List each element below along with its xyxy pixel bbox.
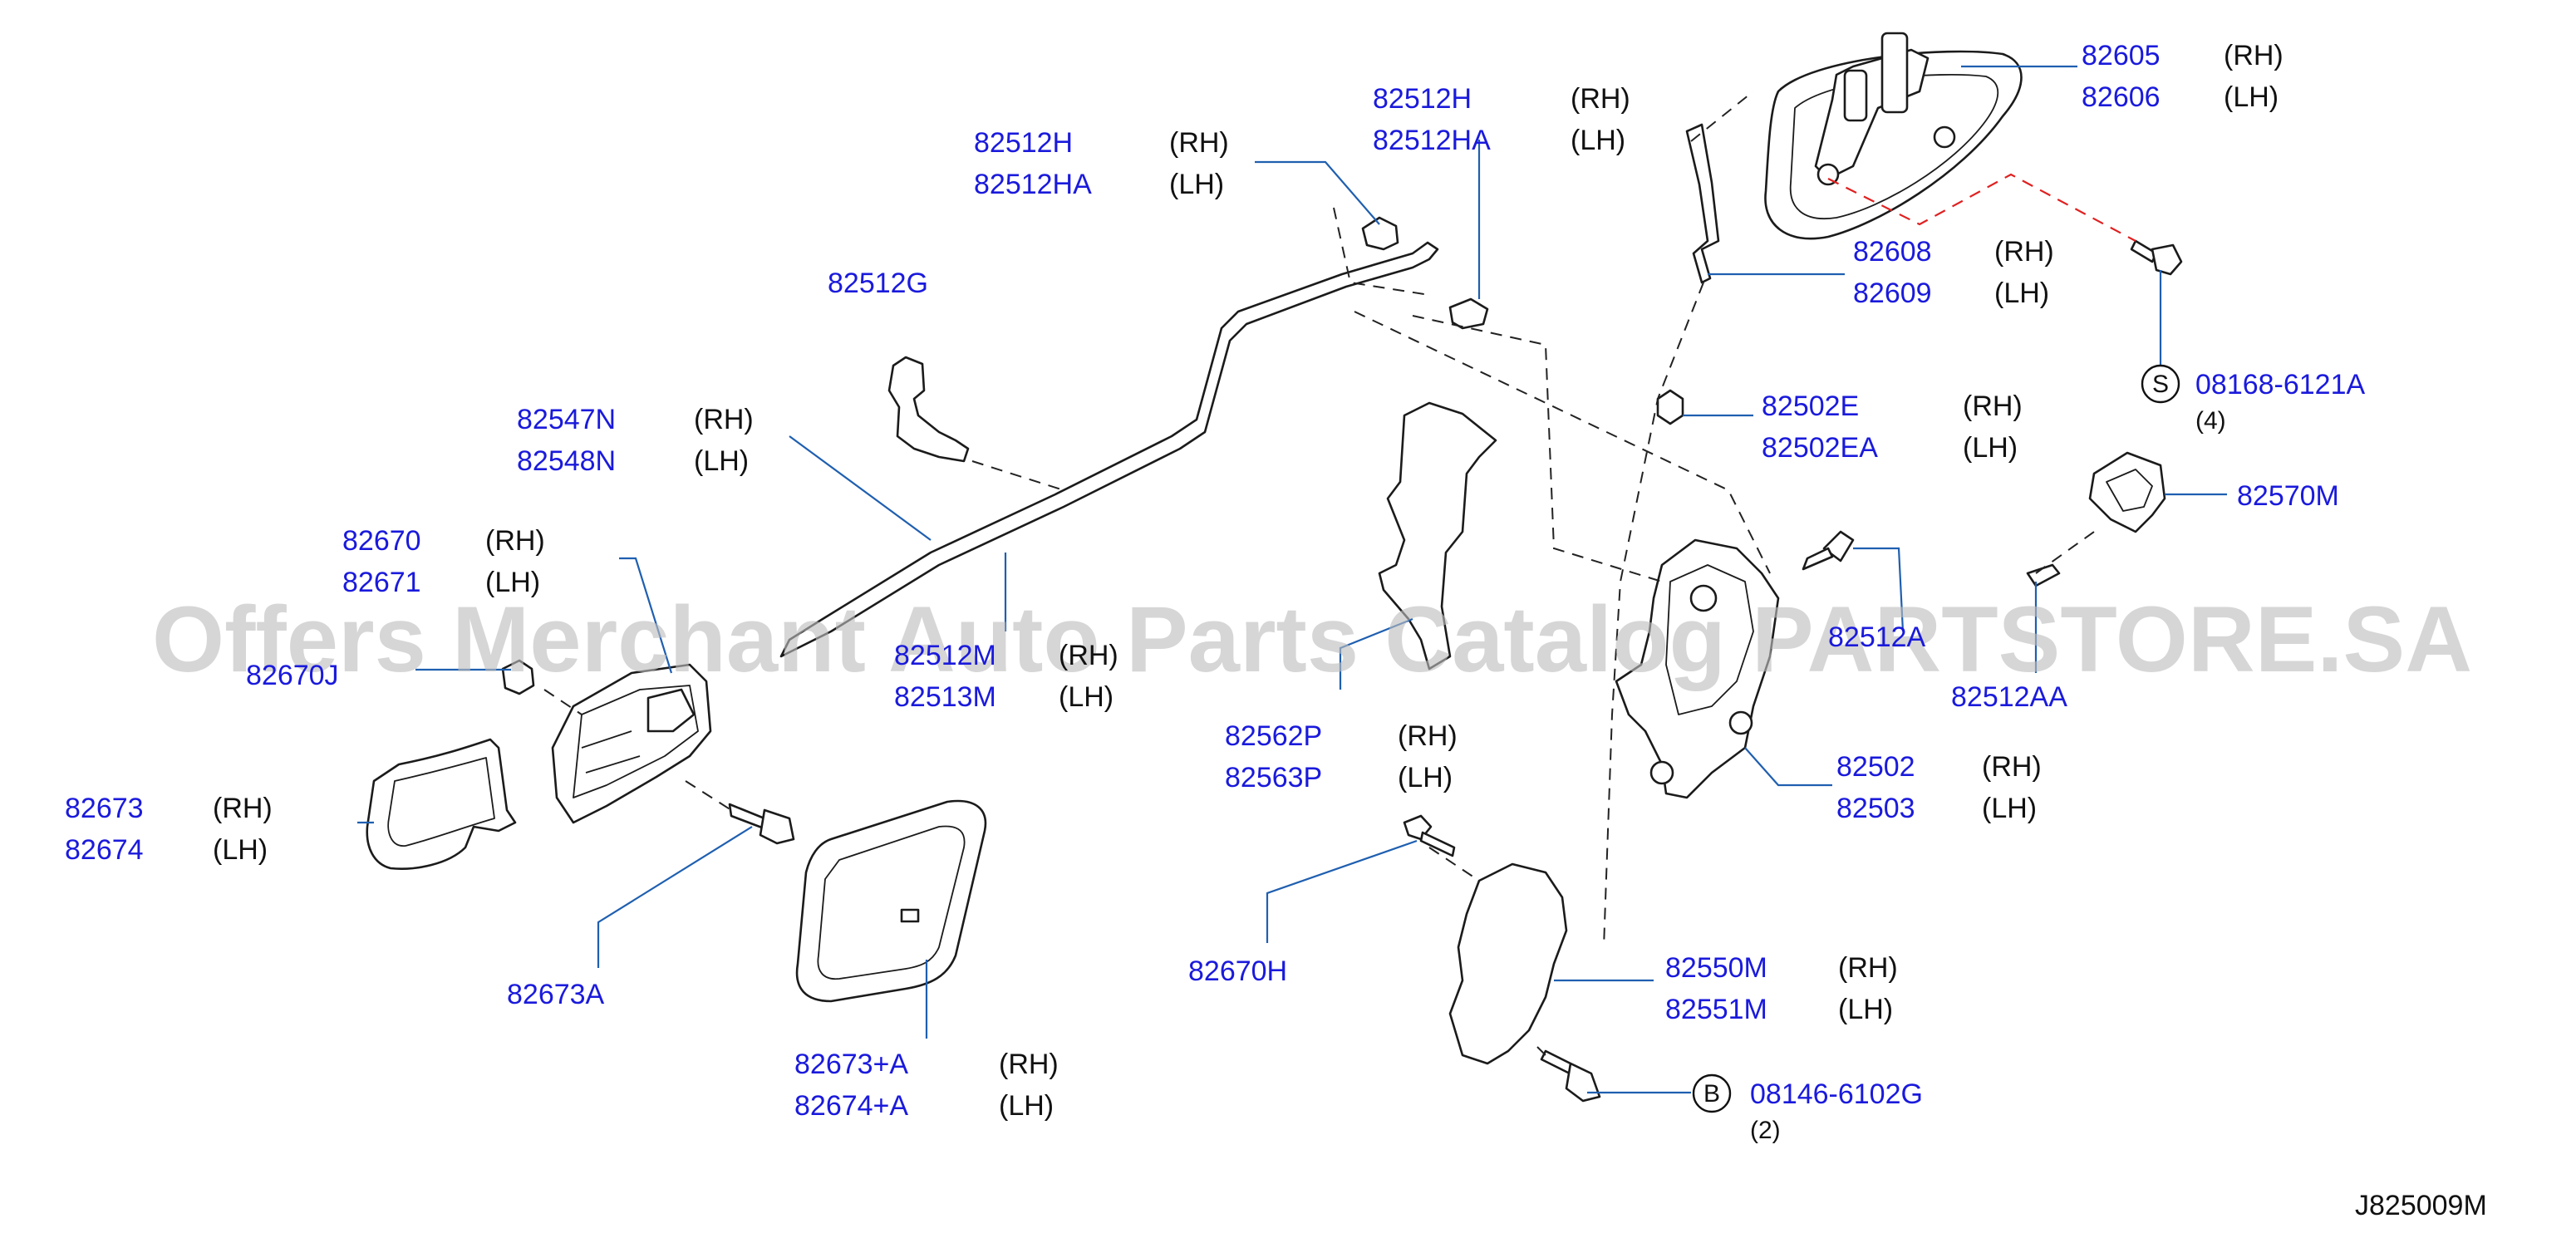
part-number[interactable]: 82674 (65, 834, 144, 866)
quantity: (2) (1750, 1117, 1781, 1144)
bolt-82670h (1403, 814, 1456, 857)
alignment-lines (543, 91, 2136, 1056)
side-designator: (LH) (694, 445, 749, 477)
part-number[interactable]: 08146-6102G (1750, 1078, 1923, 1110)
part-number[interactable]: 82502 (1836, 751, 1915, 783)
remote-control (1448, 862, 1568, 1065)
fastener-s: S 08168-6121A (4) (2141, 364, 2366, 435)
side-designator: (RH) (694, 404, 754, 435)
side-designator: (LH) (999, 1090, 1054, 1122)
side-designator: (LH) (1963, 432, 2018, 464)
bolt-b (1540, 1049, 1601, 1103)
part-number[interactable]: 82512HA (974, 169, 1092, 200)
part-number[interactable]: 82605 (2082, 40, 2161, 71)
bolt-82512a (1802, 530, 1855, 571)
part-number[interactable]: 82512A (1828, 621, 1926, 653)
side-designator: (RH) (1838, 952, 1898, 984)
side-designator: (RH) (1398, 720, 1458, 752)
part-number[interactable]: 82673 (65, 793, 144, 824)
inside-handle-bezel (366, 738, 517, 870)
part-number[interactable]: 82512H (1373, 83, 1472, 115)
part-number[interactable]: 82512M (894, 640, 996, 671)
part-number[interactable]: 82513M (894, 681, 996, 713)
symbol-circle (1692, 1073, 1732, 1113)
side-designator: (RH) (2224, 40, 2283, 71)
part-number[interactable]: 08168-6121A (2195, 369, 2366, 400)
part-number[interactable]: 82674+A (794, 1090, 908, 1122)
part-number[interactable]: 82606 (2082, 81, 2161, 113)
drawing-reference: J825009M (2355, 1190, 2487, 1221)
part-number[interactable]: 82608 (1853, 236, 1932, 268)
side-designator: (RH) (1571, 83, 1630, 115)
part-number[interactable]: 82670H (1188, 955, 1287, 987)
side-designator: (LH) (1398, 762, 1453, 793)
inside-handle (551, 663, 712, 824)
fastener-symbol: B (1703, 1080, 1720, 1108)
part-number[interactable]: 82512H (974, 127, 1073, 159)
side-designator: (RH) (1982, 751, 2042, 783)
side-designator: (LH) (485, 567, 540, 598)
part-number[interactable]: 82673A (507, 979, 605, 1010)
side-designator: (RH) (485, 525, 545, 557)
part-number[interactable]: 82550M (1665, 952, 1767, 984)
side-designator: (LH) (1059, 681, 1113, 713)
part-number[interactable]: 82670 (342, 525, 421, 557)
side-designator: (LH) (2224, 81, 2279, 113)
side-designator: (LH) (1571, 125, 1625, 156)
part-number[interactable]: 82551M (1665, 994, 1767, 1025)
screw-s (2130, 239, 2183, 276)
callout-labels: 82605 (RH) 82606 (LH) 82512H (RH) 82512H… (65, 40, 2339, 1122)
lock-protector (1378, 401, 1497, 671)
striker (2088, 451, 2166, 533)
grommet-82502e (1656, 389, 1684, 425)
part-number[interactable]: 82670J (246, 660, 339, 691)
side-designator: (LH) (1982, 793, 2037, 824)
screw-82673a (728, 803, 795, 845)
side-designator: (RH) (999, 1049, 1059, 1080)
symbol-circle (2141, 364, 2180, 404)
side-designator: (LH) (1994, 278, 2049, 309)
part-number[interactable]: 82671 (342, 567, 421, 598)
side-designator: (LH) (1169, 169, 1224, 200)
handle-gasket (795, 799, 987, 1003)
part-number[interactable]: 82512G (828, 268, 928, 299)
key-rod (1685, 123, 1720, 284)
side-designator: (RH) (213, 793, 273, 824)
part-number[interactable]: 82548N (517, 445, 616, 477)
part-number[interactable]: 82570M (2237, 480, 2339, 512)
outside-handle (1764, 32, 2023, 240)
long-rod (779, 241, 1439, 658)
side-designator: (RH) (1059, 640, 1118, 671)
part-number[interactable]: 82503 (1836, 793, 1915, 824)
part-number[interactable]: 82502EA (1762, 432, 1878, 464)
leader-lines (357, 65, 2227, 1094)
door-lock (1615, 538, 1780, 799)
fastener-b: B 08146-6102G (2) (1692, 1073, 1923, 1144)
part-number[interactable]: 82562P (1225, 720, 1322, 752)
part-number[interactable]: 82502E (1762, 391, 1859, 422)
part-number[interactable]: 82547N (517, 404, 616, 435)
side-designator: (LH) (213, 834, 268, 866)
side-designator: (RH) (1994, 236, 2054, 268)
quantity: (4) (2195, 407, 2226, 435)
side-designator: (RH) (1169, 127, 1229, 159)
fastener-symbol: S (2152, 371, 2169, 398)
part-number[interactable]: 82563P (1225, 762, 1322, 793)
side-designator: (RH) (1963, 391, 2023, 422)
part-number[interactable]: 82609 (1853, 278, 1932, 309)
part-number[interactable]: 82512AA (1951, 681, 2067, 713)
watermark: Offers Merchant Auto Parts Catalog PARTS… (152, 587, 2472, 691)
rod-clip-82512g (887, 356, 970, 463)
part-number[interactable]: 82512HA (1373, 125, 1491, 156)
part-number[interactable]: 82673+A (794, 1049, 908, 1080)
side-designator: (LH) (1838, 994, 1893, 1025)
rod-clip-upper (1361, 216, 1489, 330)
